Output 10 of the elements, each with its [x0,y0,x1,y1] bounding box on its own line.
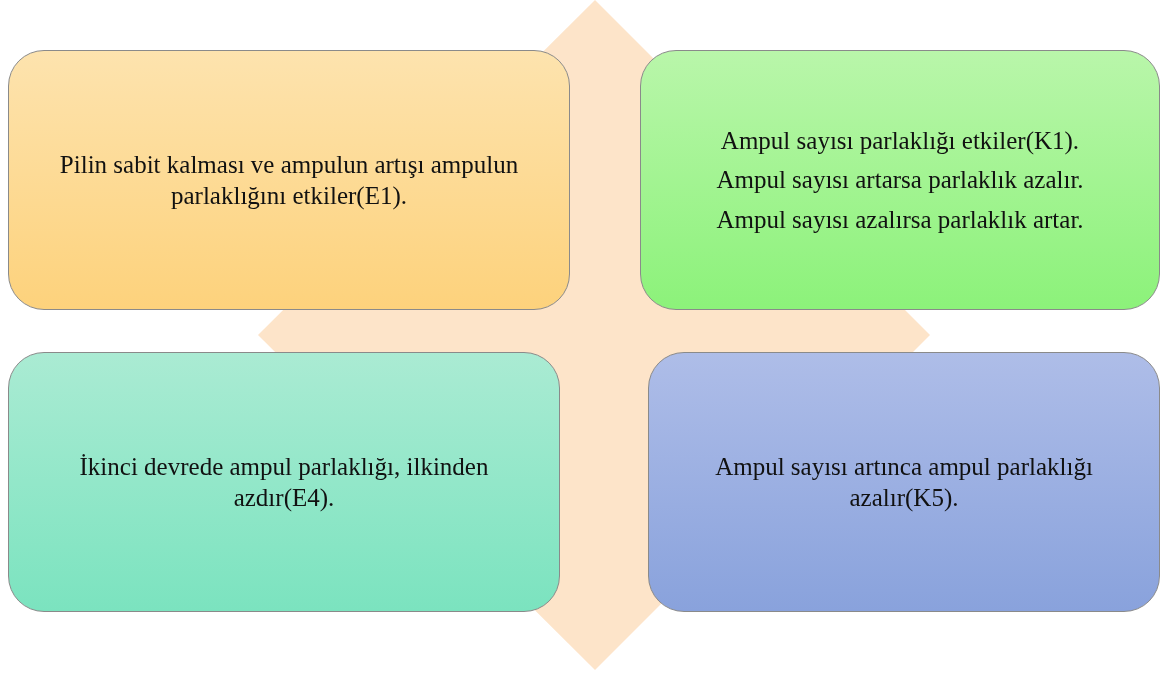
box-text: Ampul sayısı artarsa parlaklık azalır. [716,165,1084,196]
rounded-box [648,352,1160,612]
box-text: İkinci devrede ampul parlaklığı, ilkinden azdır(E4). [78,451,490,513]
box-text: Ampul sayısı parlaklığı etkiler(K1). [720,126,1080,157]
box-text: Ampul sayısı azalırsa parlaklık artar. [716,204,1084,235]
box-text: Ampul sayısı artınca ampul parlaklığı azalır(K5). [714,451,1094,514]
rounded-box [8,352,560,612]
box-text: Pilin sabit kalması ve ampulun artışı ampulun parlaklığını etkiler(E1). [58,149,520,212]
rounded-box [640,50,1160,310]
rounded-box [8,50,570,310]
